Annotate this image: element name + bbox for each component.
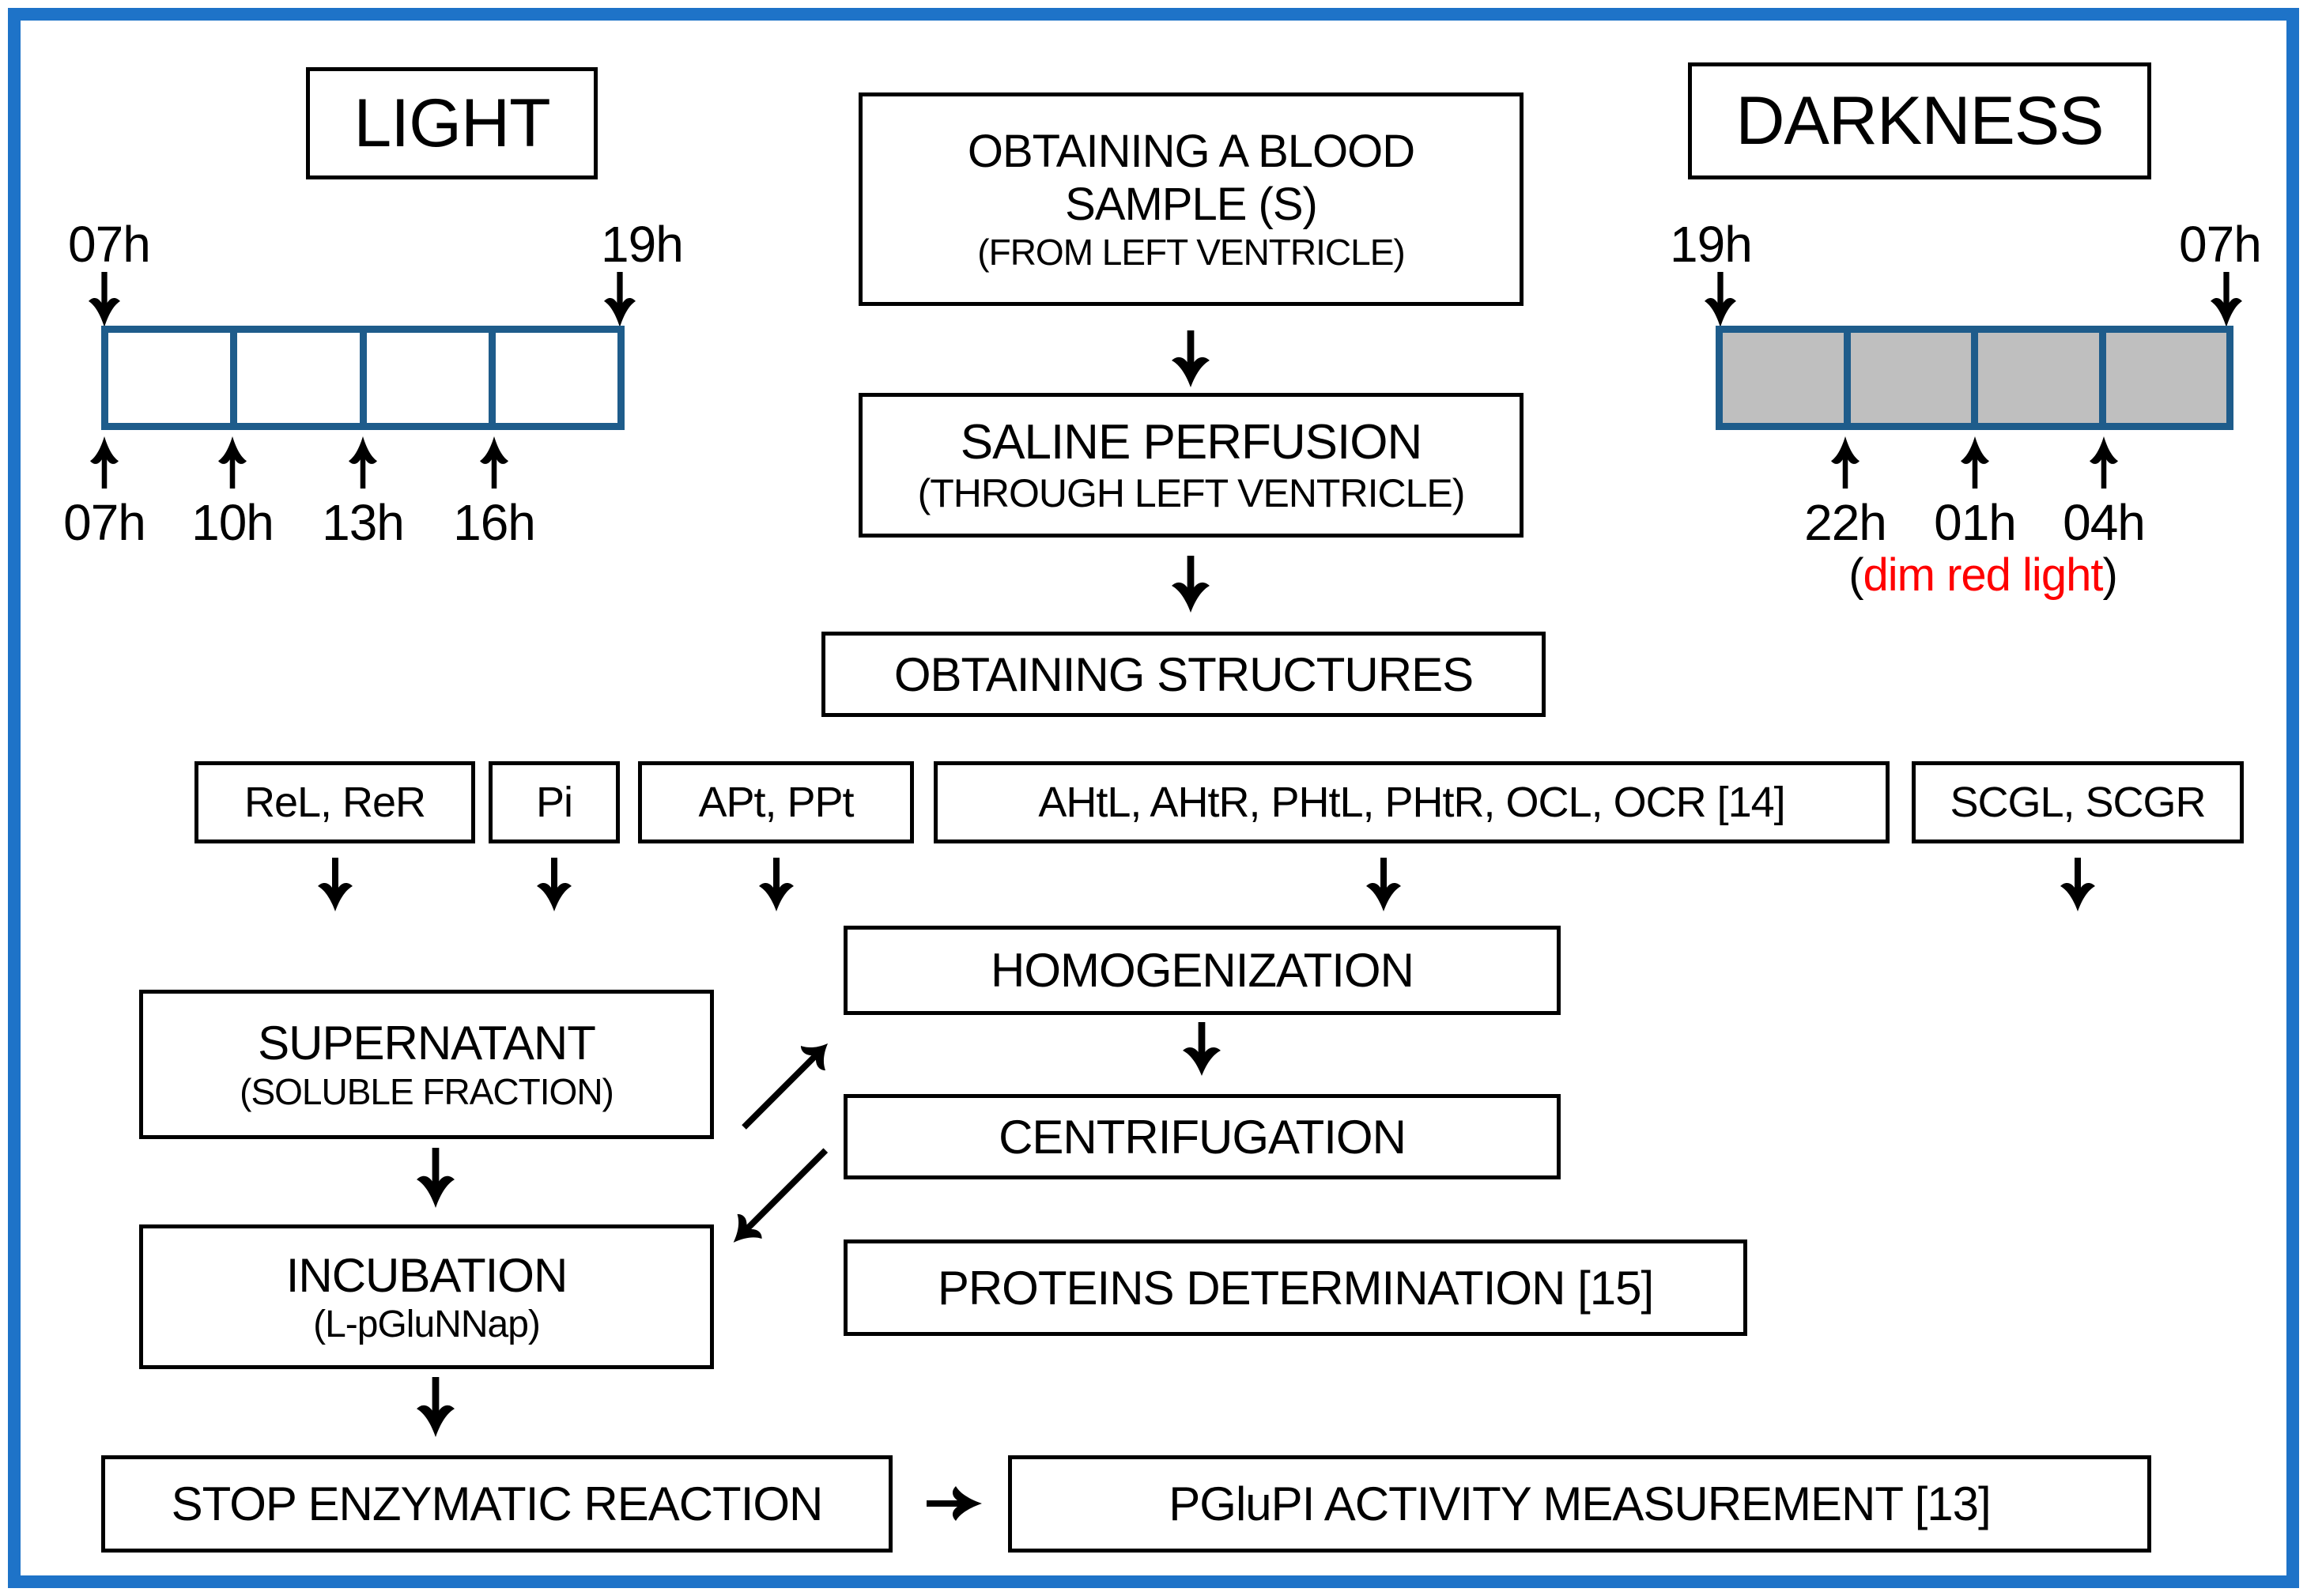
tissue-label: AHtL, AHtR, PHtL, PHtR, OCL, OCR [14] [1038, 779, 1785, 826]
arrow-up-left-icon [731, 1031, 840, 1139]
arrow-down-icon [89, 272, 120, 327]
light-period-bar [101, 326, 625, 430]
centrifugation-box: CENTRIFUGATION [844, 1094, 1561, 1179]
arrow-down-icon [2060, 858, 2095, 911]
arrow-down-icon [318, 858, 353, 911]
saline-perfusion-box: SALINE PERFUSION (THROUGH LEFT VENTRICLE… [859, 393, 1524, 538]
supernatant-box: SUPERNATANT (SOLUBLE FRACTION) [139, 990, 714, 1139]
darkness-bar-cell [2105, 333, 2226, 423]
saline-line2: (THROUGH LEFT VENTRICLE) [917, 471, 1466, 515]
blood-sample-box: OBTAINING A BLOOD SAMPLE (S) (FROM LEFT … [859, 92, 1524, 306]
darkness-end-time-label: 07h [2179, 216, 2262, 273]
arrow-down-icon [1705, 272, 1736, 327]
tissue-label: SCGL, SCGR [1950, 779, 2206, 826]
arrow-down-right-icon [721, 1138, 838, 1255]
tissue-label: APt, PPt [698, 779, 854, 826]
homogenization-box: HOMOGENIZATION [844, 926, 1561, 1015]
supernatant-line2: (SOLUBLE FRACTION) [240, 1071, 614, 1112]
note-paren-open: ( [1848, 549, 1863, 601]
light-title-box: LIGHT [306, 67, 598, 179]
light-title: LIGHT [353, 85, 550, 161]
arrow-down-icon [1172, 330, 1210, 387]
darkness-start-time-label: 19h [1670, 216, 1753, 273]
darkness-title: DARKNESS [1735, 82, 2104, 159]
arrow-down-icon [604, 272, 636, 327]
arrow-up-icon [349, 436, 377, 489]
supernatant-line1: SUPERNATANT [258, 1017, 596, 1070]
light-tick-label: 13h [322, 494, 405, 551]
tissue-label: Pi [535, 779, 573, 826]
light-bar-cell [495, 333, 617, 423]
arrow-down-icon [759, 858, 794, 911]
light-tick-label: 07h [63, 494, 146, 551]
incubation-line1: INCUBATION [285, 1248, 568, 1302]
light-bar-cell [237, 333, 367, 423]
arrow-up-icon [1961, 436, 1989, 489]
centrifugation-label: CENTRIFUGATION [999, 1110, 1406, 1164]
dim-red-light-note: (dim red light) [1777, 549, 2188, 602]
arrow-up-icon [480, 436, 508, 489]
tissue-box-rel-rer: ReL, ReR [194, 761, 475, 843]
obtaining-structures-box: OBTAINING STRUCTURES [821, 632, 1546, 717]
arrow-down-icon [2211, 272, 2242, 327]
incubation-line2: (L-pGluNNap) [313, 1303, 541, 1345]
darkness-tick-label: 01h [1934, 494, 2017, 551]
activity-measurement-box: PGluPI ACTIVITY MEASUREMENT [13] [1008, 1455, 2151, 1553]
arrow-right-icon [927, 1486, 982, 1521]
tissue-box-apt-ppt: APt, PPt [638, 761, 914, 843]
tissue-box-scgl-scgr: SCGL, SCGR [1912, 761, 2244, 843]
homogenization-label: HOMOGENIZATION [991, 944, 1414, 997]
obtaining-structures-label: OBTAINING STRUCTURES [893, 647, 1474, 701]
saline-line1: SALINE PERFUSION [960, 415, 1422, 470]
activity-measurement-label: PGluPI ACTIVITY MEASUREMENT [13] [1169, 1477, 1991, 1530]
note-text: dim red light [1863, 549, 2104, 601]
stop-enzymatic-reaction-box: STOP ENZYMATIC REACTION [101, 1455, 893, 1553]
blood-sample-line3: (FROM LEFT VENTRICLE) [977, 232, 1405, 273]
darkness-bar-cell [1850, 333, 1978, 423]
arrow-down-icon [417, 1377, 455, 1437]
arrow-down-icon [417, 1148, 455, 1208]
blood-sample-line2: SAMPLE (S) [1065, 179, 1318, 230]
blood-sample-line1: OBTAINING A BLOOD [967, 126, 1415, 177]
arrow-up-icon [1831, 436, 1860, 489]
incubation-box: INCUBATION (L-pGluNNap) [139, 1224, 714, 1369]
light-start-time-label: 07h [68, 216, 151, 273]
arrow-up-icon [90, 436, 119, 489]
darkness-bar-cell [1978, 333, 2106, 423]
light-end-time-label: 19h [601, 216, 684, 273]
arrow-down-icon [1183, 1022, 1221, 1076]
arrow-down-icon [1172, 556, 1210, 613]
darkness-tick-label: 04h [2063, 494, 2146, 551]
stop-enzymatic-reaction-label: STOP ENZYMATIC REACTION [171, 1477, 824, 1530]
light-tick-label: 10h [191, 494, 274, 551]
tissue-label: ReL, ReR [244, 779, 426, 826]
light-tick-label: 16h [453, 494, 536, 551]
arrow-up-icon [218, 436, 247, 489]
darkness-title-box: DARKNESS [1688, 62, 2151, 179]
proteins-determination-box: PROTEINS DETERMINATION [15] [844, 1239, 1747, 1336]
darkness-bar-cell [1723, 333, 1851, 423]
light-bar-cell [366, 333, 496, 423]
light-bar-cell [108, 333, 238, 423]
darkness-period-bar [1716, 326, 2233, 430]
note-paren-close: ) [2102, 549, 2117, 601]
darkness-tick-label: 22h [1804, 494, 1887, 551]
tissue-box-pi: Pi [489, 761, 620, 843]
arrow-down-icon [537, 858, 572, 911]
arrow-up-icon [2090, 436, 2118, 489]
proteins-determination-label: PROTEINS DETERMINATION [15] [937, 1261, 1654, 1315]
tissue-box-brain-structures: AHtL, AHtR, PHtL, PHtR, OCL, OCR [14] [934, 761, 1890, 843]
arrow-down-icon [1366, 858, 1401, 911]
